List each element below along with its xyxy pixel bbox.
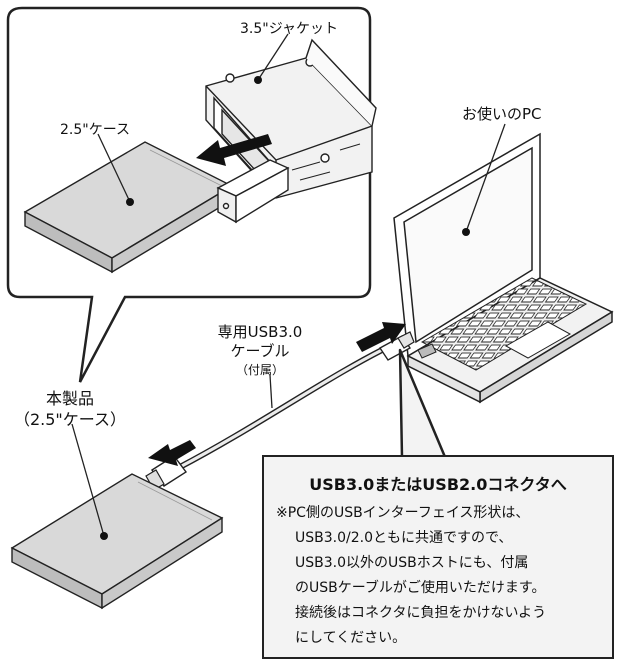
label-cable-line2: ケーブル	[230, 342, 290, 360]
usb-note-line: ※PC側のUSBインターフェイス形状は、	[276, 505, 530, 521]
product-case-drawing	[10, 473, 224, 610]
label-cable-line1: 専用USB3.0	[217, 323, 303, 341]
label-cable-note: （付属）	[235, 363, 284, 377]
usb-note-line: USB3.0/2.0ともに共通ですので、	[295, 530, 513, 546]
label-case-inset: 2.5"ケース	[60, 122, 131, 138]
label-product-line2: （2.5"ケース）	[13, 410, 126, 429]
usb-note-box: USB3.0またはUSB2.0コネクタへ ※PC側のUSBインターフェイス形状は…	[262, 455, 614, 659]
pointer-lines	[71, 33, 506, 537]
usb-note-line: のUSBケーブルがご使用いただけます。	[295, 580, 546, 596]
usb-note-line: にしてください。	[295, 630, 407, 646]
laptop-drawing	[393, 132, 614, 404]
usb-cable	[145, 331, 415, 491]
usb-note-title: USB3.0またはUSB2.0コネクタへ	[309, 475, 567, 494]
inset-connector-drawing	[216, 159, 290, 224]
label-product-line1: 本製品	[45, 389, 94, 408]
label-jacket: 3.5"ジャケット	[240, 21, 339, 37]
usb-note-body: ※PC側のUSBインターフェイス形状は、 USB3.0/2.0ともに共通ですので…	[276, 501, 546, 651]
label-pc: お使いのPC	[462, 105, 542, 123]
usb-note-line: USB3.0以外のUSBホストにも、付属	[295, 555, 529, 571]
arrow-to-product	[148, 440, 196, 466]
arrow-to-pc	[356, 322, 406, 352]
jacket-3-5-drawing	[205, 38, 377, 199]
inset-arrow	[196, 134, 272, 166]
pointer-dots	[100, 76, 470, 540]
usb-note-line: 接続後はコネクタに負担をかけないよう	[295, 605, 547, 621]
